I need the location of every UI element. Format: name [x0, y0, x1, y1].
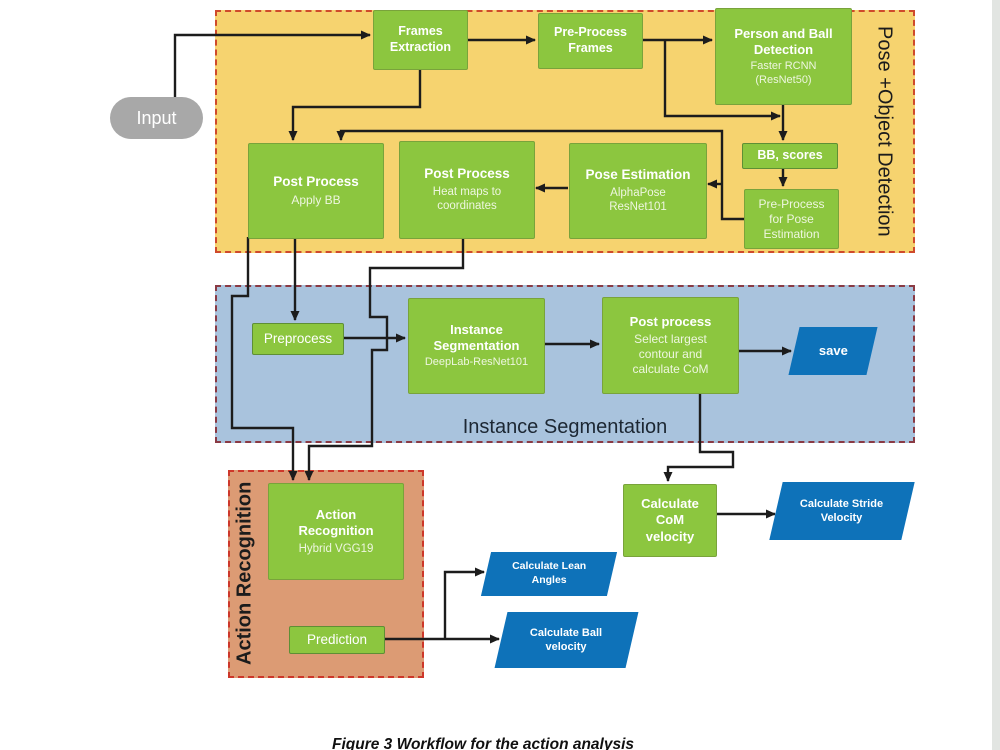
- node-post-process-apply-bb: Post Process Apply BB: [248, 143, 384, 239]
- node-person-ball-detection: Person and Ball Detection Faster RCNN (R…: [715, 8, 852, 105]
- node-bb-scores: BB, scores: [742, 143, 838, 169]
- node-preprocess: Preprocess: [252, 323, 344, 355]
- node-calc-ball-velocity: Calculate Ball velocity: [494, 612, 639, 668]
- input-node: Input: [110, 97, 203, 139]
- node-preprocess-for-pose: Pre-Process for Pose Estimation: [744, 189, 839, 249]
- input-label: Input: [136, 107, 177, 128]
- node-action-recognition: Action Recognition Hybrid VGG19: [268, 483, 404, 580]
- region-label-instance-segmentation: Instance Segmentation: [462, 416, 668, 438]
- node-prediction: Prediction: [289, 626, 385, 654]
- node-post-process-contour: Post process Select largest contour and …: [602, 297, 739, 394]
- node-preprocess-frames: Pre-Process Frames: [538, 13, 643, 69]
- figure-caption: Figure 3 Workflow for the action analysi…: [332, 736, 635, 750]
- node-save: save: [788, 327, 878, 375]
- node-calc-com-velocity: Calculate CoM velocity: [623, 484, 717, 557]
- region-label-pose-object-detection: Pose +Object Detection: [873, 25, 896, 237]
- scrollbar[interactable]: [992, 0, 1000, 750]
- node-calc-stride-velocity: Calculate Stride Velocity: [769, 482, 915, 540]
- node-instance-segmentation: Instance Segmentation DeepLab-ResNet101: [408, 298, 545, 394]
- node-calc-lean-angles: Calculate Lean Angles: [480, 552, 618, 596]
- node-post-process-heatmaps: Post Process Heat maps to coordinates: [399, 141, 535, 239]
- node-pose-estimation: Pose Estimation AlphaPose ResNet101: [569, 143, 707, 239]
- node-frames-extraction: Frames Extraction: [373, 10, 468, 70]
